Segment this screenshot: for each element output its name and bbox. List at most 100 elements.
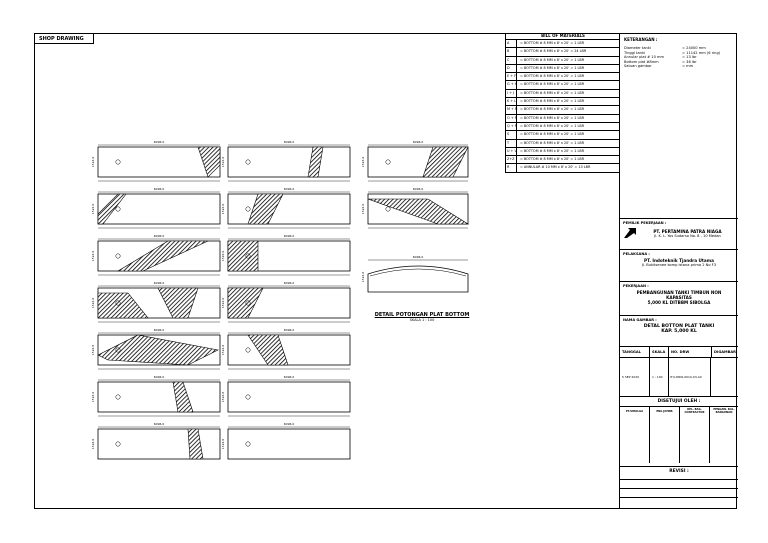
plate-dim-height: 1524.0 — [91, 298, 95, 309]
plate-dim-width: 6096.0 — [284, 422, 295, 426]
bom-row: K + L= BOTTOM # 8 MM x 8' x 20' = 1 LBR — [506, 98, 620, 107]
plate-mark-icon — [245, 253, 251, 259]
plate-dim-width: 6096.0 — [154, 187, 165, 191]
keterangan-line: Tinggi tanki = 11142 mm (6 ring) — [624, 51, 734, 56]
bill-of-materials: BILL OF MATERIALS A= BOTTOM # 8 MM x 8' … — [505, 33, 620, 173]
keterangan-value: = 36 lbr — [682, 59, 697, 64]
owner-address: Jl. K. L. Yos Sudarso No. 8 - 10 Medan — [654, 233, 721, 238]
bom-item-desc: = BOTTOM # 8 MM x 8' x 20' = 1 LBR — [520, 41, 585, 45]
plate-mark-icon — [245, 300, 251, 306]
hatched-cut-area — [197, 146, 221, 178]
bom-item-desc: = BOTTOM # 8 MM x 8' x 20' = 1 LBR — [520, 90, 585, 95]
bom-item-desc: = BOTTOM # 8 MM x 8' x 20' = 1 LBR — [520, 115, 585, 120]
approval-col-4: PENGAW. DAL. BANGUNAN — [713, 408, 735, 414]
plate-dim-width: 6096.0 — [413, 187, 424, 191]
plate-dim-height: 1524.0 — [221, 251, 225, 262]
meta-date-header: TANGGAL — [620, 347, 650, 357]
owner-label: PEMILIK PEKERJAAN : — [623, 221, 667, 225]
bom-title: BILL OF MATERIALS — [506, 33, 620, 40]
plate-mark-icon — [245, 347, 251, 353]
contractor-section: PELAKSANA : PT. Indoteknik Tjandra Utama… — [620, 249, 738, 281]
plate-dim-height: 1524.0 — [221, 439, 225, 450]
hatched-cut-area — [187, 428, 204, 460]
plate-mark-icon — [245, 206, 251, 212]
bom-item-id: A — [506, 40, 517, 48]
bom-item-id: K + L — [506, 98, 517, 106]
meta-drawn — [711, 358, 738, 397]
bom-item-id: T — [506, 139, 517, 147]
plate-dim-width: 6096.0 — [284, 328, 295, 332]
project-line1: PEMBANGUNAN TANKI TIMBUN NON — [636, 290, 722, 295]
revision-section: REVISI : — [620, 466, 738, 509]
keterangan-key: Diameter tanki — [624, 46, 651, 50]
keterangan-key: Tinggi tanki — [624, 50, 646, 55]
bom-row: B= BOTTOM # 8 MM x 8' x 20' = 24 LBR — [506, 48, 620, 57]
meta-no: ITU-DRW-0010-03-A0 — [669, 358, 711, 397]
bom-row: I + J= BOTTOM # 8 MM x 8' x 20' = 1 LBR — [506, 89, 620, 99]
plate-dim-width: 6096.0 — [284, 187, 295, 191]
bom-item-desc: = BOTTOM # 8 MM x 8' x 20' = 1 LBR — [520, 65, 585, 70]
drawing-name-label: NAMA GAMBAR : — [623, 318, 657, 322]
keterangan-value: = 24000 mm — [682, 46, 706, 50]
bom-item-desc: = BOTTOM # 8 MM x 8' x 20' = 1 LBR — [520, 148, 585, 153]
meta-drawn-header: DIGAMBAR — [714, 350, 736, 354]
plate-mark-icon — [385, 206, 391, 212]
meta-scale-header: SKALA — [650, 347, 669, 357]
bom-row: U + V= BOTTOM # 8 MM x 8' x 20' = 1 LBR — [506, 147, 620, 157]
owner-section: PEMILIK PEKERJAAN : PT. PERTAMINA PATRA … — [620, 218, 738, 281]
hatched-cut-area — [307, 146, 324, 178]
bom-item-desc: = BOTTOM # 8 MM x 8' x 20' = 1 LBR — [520, 82, 585, 87]
bom-item-desc: = BOTTOM # 8 MM x 8' x 20' = 1 LBR — [520, 57, 585, 62]
contractor-name: PT. Indoteknik Tjandra Utama — [644, 258, 714, 263]
approval-section: DISETUJUI OLEH : PT.SIHOLGA ENG JOHNS KP… — [620, 396, 738, 466]
plate-dim-height: 1524.0 — [91, 345, 95, 356]
keterangan-line: Annular plat # 10 mm= 13 lbr — [624, 55, 734, 60]
plate-mark-icon — [115, 394, 121, 400]
plate-mark-icon — [245, 159, 251, 165]
bom-item-desc: = ANNULAR # 10 MM x 8' x 20' = 13 LBR — [520, 165, 591, 170]
detail-title: DETAIL POTONGAN PLAT BOTTOM — [374, 312, 470, 318]
detail-plate-section — [367, 265, 469, 293]
contractor-label: PELAKSANA : — [623, 252, 650, 256]
bom-row: G + H= BOTTOM # 8 MM x 8' x 20' = 1 LBR — [506, 81, 620, 90]
bom-row: E + F= BOTTOM # 8 MM x 8' x 20' = 1 LBR — [506, 73, 620, 82]
keterangan-line: Diameter tanki = 24000 mm — [624, 46, 734, 51]
plate-dim-height: 1524.0 — [91, 204, 95, 215]
bom-item-id: M + N — [506, 106, 517, 114]
plate-dim-height: 1524.0 — [91, 157, 95, 168]
plate-dim-height: 1524.0 — [91, 439, 95, 450]
revision-title: REVISI : — [669, 469, 689, 474]
plate-mark-icon — [115, 206, 121, 212]
approval-col-2: ENG JOHNS — [650, 407, 680, 463]
plate-dim-width: 6096.0 — [284, 375, 295, 379]
hatched-cut-area — [422, 146, 469, 178]
plate-dim-height: 1524.0 — [221, 298, 225, 309]
hatched-cut-area — [247, 334, 289, 366]
keterangan-value: = 11142 mm (6 ring) — [682, 50, 721, 55]
plate-drawings: 6096.0 1524.0 6096.0 1524.0 6096.0 1524.0 6096… — [91, 140, 470, 460]
bottom-plate — [227, 146, 351, 178]
contractor-address: Jl. Bukitsenee komp istana prima 2 No F3 — [641, 263, 717, 267]
plate-dim-height: 1524.0 — [221, 345, 225, 356]
hatched-cut-area — [227, 240, 259, 272]
bom-row: D= BOTTOM # 8 MM x 8' x 20' = 1 LBR — [506, 64, 620, 74]
plate-dim-width: 6096.0 — [284, 140, 295, 144]
hatched-cut-area — [367, 198, 470, 225]
plate-dim-height: 1524.0 — [91, 251, 95, 262]
bom-row: O + P= BOTTOM # 8 MM x 8' x 20' = 1 LBR — [506, 114, 620, 123]
detail-scale: SKALA 1 : 100 — [409, 318, 435, 322]
bom-item-id: Q + R — [506, 122, 517, 131]
plate-dim-width: 6096.0 — [413, 140, 424, 144]
hatched-cut-area — [227, 287, 264, 319]
keterangan-line: Satuan gambar= mm — [624, 64, 734, 69]
bottom-plate — [227, 334, 351, 366]
bom-item-desc: = BOTTOM # 8 MM x 8' x 20' = 1 LBR — [520, 107, 585, 112]
bom-item-desc: = BOTTOM # 8 MM x 8' x 20' = 1 LBR — [520, 74, 585, 79]
meta-date: 5 SEP 2020 — [620, 358, 650, 397]
bottom-plate — [97, 381, 221, 413]
plate-mark-icon — [115, 300, 121, 306]
drawing-name-line1: DETAL BOTTON PLAT TANKI — [643, 324, 715, 329]
plate-dim-height: 1524.0 — [361, 157, 365, 168]
bom-item-desc: = BOTTOM # 8 MM x 8' x 20' = 1 LBR — [520, 123, 585, 128]
